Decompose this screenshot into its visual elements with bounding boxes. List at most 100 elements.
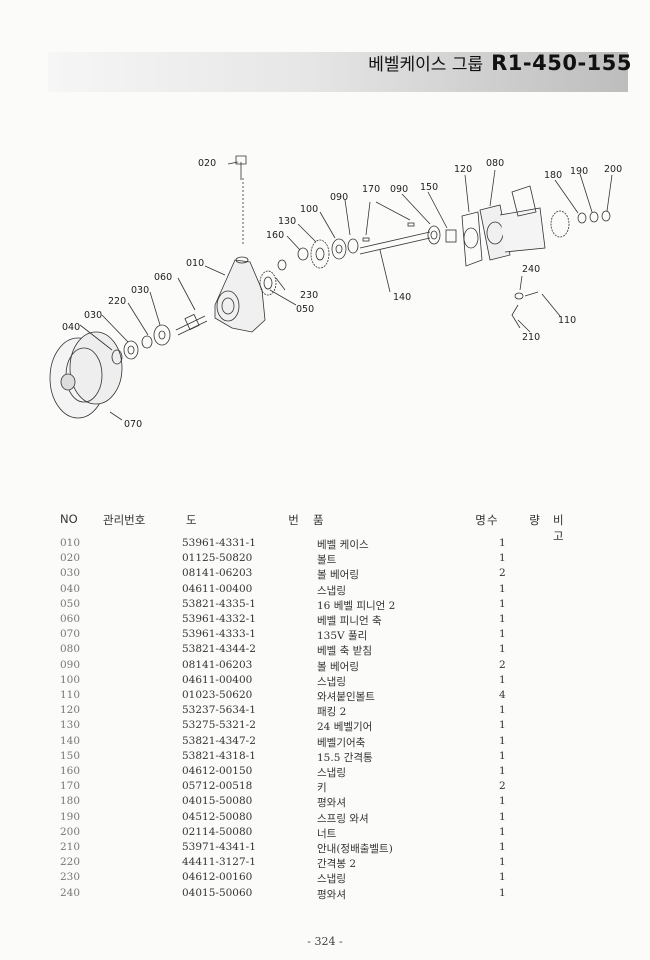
- part-name: 스냅링: [317, 767, 346, 779]
- callout-label: 070: [124, 419, 142, 430]
- col-mgmt: 관리번호: [103, 513, 146, 527]
- part-no: 100: [60, 673, 81, 686]
- quantity: 1: [499, 613, 506, 625]
- quantity: 1: [499, 856, 506, 869]
- callout-label: 230: [300, 290, 318, 301]
- part-no: 160: [60, 765, 81, 777]
- drawing-number: 53961-4332-1: [182, 613, 256, 625]
- callout-label: 090: [390, 184, 408, 195]
- part-no: 030: [60, 567, 81, 580]
- part-name: 15.5 간격통: [317, 751, 373, 764]
- quantity: 2: [499, 780, 506, 793]
- part-name: 평와셔: [317, 797, 346, 810]
- quantity: 1: [499, 719, 506, 732]
- quantity: 1: [499, 643, 506, 656]
- drawing-number: 04015-50080: [182, 795, 253, 808]
- part-name: 스프링 와셔: [317, 812, 369, 825]
- part-name: 베벨 케이스: [317, 539, 369, 551]
- part-no: 080: [60, 643, 81, 656]
- part-no: 090: [60, 658, 81, 671]
- callout-label: 110: [558, 315, 576, 326]
- quantity: 1: [499, 825, 506, 838]
- callout-label: 080: [486, 158, 504, 169]
- quantity: 1: [499, 795, 506, 808]
- callout-label: 060: [154, 272, 172, 283]
- quantity: 2: [499, 567, 506, 580]
- drawing-number: 53821-4335-1: [182, 597, 256, 610]
- quantity: 1: [499, 841, 506, 853]
- part-no: 150: [60, 749, 81, 762]
- page-title: 베벨케이스 그룹 R1-450-155: [368, 50, 632, 75]
- drawing-number: 05712-00518: [182, 780, 253, 793]
- drawing-number: 08141-06203: [182, 567, 253, 580]
- callout-label: 200: [604, 164, 622, 175]
- table-header: NO 관리번호 도 번 품 명 수 량 비 고: [0, 512, 650, 543]
- quantity: 1: [499, 734, 506, 747]
- part-name: 베벨 피니언 축: [317, 615, 382, 627]
- quantity: 1: [499, 552, 506, 565]
- group-code: R1-450-155: [491, 51, 632, 75]
- drawing-number: 53971-4341-1: [182, 841, 256, 853]
- col-no: NO: [60, 512, 78, 526]
- callout-label: 180: [544, 170, 562, 181]
- part-name: 너트: [317, 827, 337, 840]
- quantity: 1: [499, 582, 506, 595]
- callout-label: 130: [278, 216, 296, 227]
- part-no: 200: [60, 825, 81, 838]
- header-bar: [48, 52, 628, 92]
- quantity: 1: [499, 765, 506, 777]
- part-no: 060: [60, 613, 81, 625]
- part-no: 170: [60, 780, 81, 793]
- part-name: 베벨기어축: [317, 736, 366, 749]
- quantity: 1: [499, 886, 506, 899]
- col-name: 품 명: [313, 513, 560, 527]
- callout-label: 210: [522, 332, 540, 343]
- table-row: 060 53961-4332-1 베벨 피니언 축 1: [0, 613, 650, 628]
- quantity: 1: [499, 628, 506, 641]
- quantity: 1: [499, 704, 506, 717]
- drawing-number: 53821-4318-1: [182, 749, 256, 762]
- callout-label: 160: [266, 230, 284, 241]
- part-no: 140: [60, 734, 81, 747]
- drawing-number: 53821-4347-2: [182, 734, 256, 747]
- drawing-number: 44411-3127-1: [182, 856, 256, 869]
- part-no: 130: [60, 719, 81, 732]
- group-title: 베벨케이스 그룹: [368, 55, 484, 75]
- callout-label: 090: [330, 192, 348, 203]
- drawing-number: 53961-4333-1: [182, 628, 256, 641]
- exploded-parts-diagram: 020 010 060 030 220 030 040 070 160 130 …: [49, 155, 622, 430]
- part-name: 볼 베어링: [317, 660, 359, 673]
- drawing-number: 53961-4331-1: [182, 537, 256, 549]
- col-qty: 수 량: [487, 513, 554, 527]
- callout-label: 040: [62, 322, 80, 333]
- drawing-number: 04611-00400: [182, 673, 253, 686]
- drawing-number: 04512-50080: [182, 810, 253, 823]
- callout-label: 030: [84, 310, 102, 321]
- part-name: 24 베벨기어: [317, 721, 373, 734]
- callout-label: 220: [108, 296, 126, 307]
- part-no: 240: [60, 886, 81, 899]
- part-name: 베벨 축 받침: [317, 645, 372, 658]
- quantity: 4: [499, 689, 506, 701]
- callout-label: 100: [300, 204, 318, 215]
- part-no: 220: [60, 856, 81, 869]
- callout-label: 190: [570, 166, 588, 177]
- table-row: 140 53821-4347-2 베벨기어축 1: [0, 735, 650, 750]
- part-name: 패킹 2: [317, 706, 347, 719]
- part-no: 230: [60, 871, 81, 884]
- callout-label: 020: [198, 158, 216, 169]
- part-no: 050: [60, 597, 81, 610]
- part-no: 110: [60, 689, 81, 701]
